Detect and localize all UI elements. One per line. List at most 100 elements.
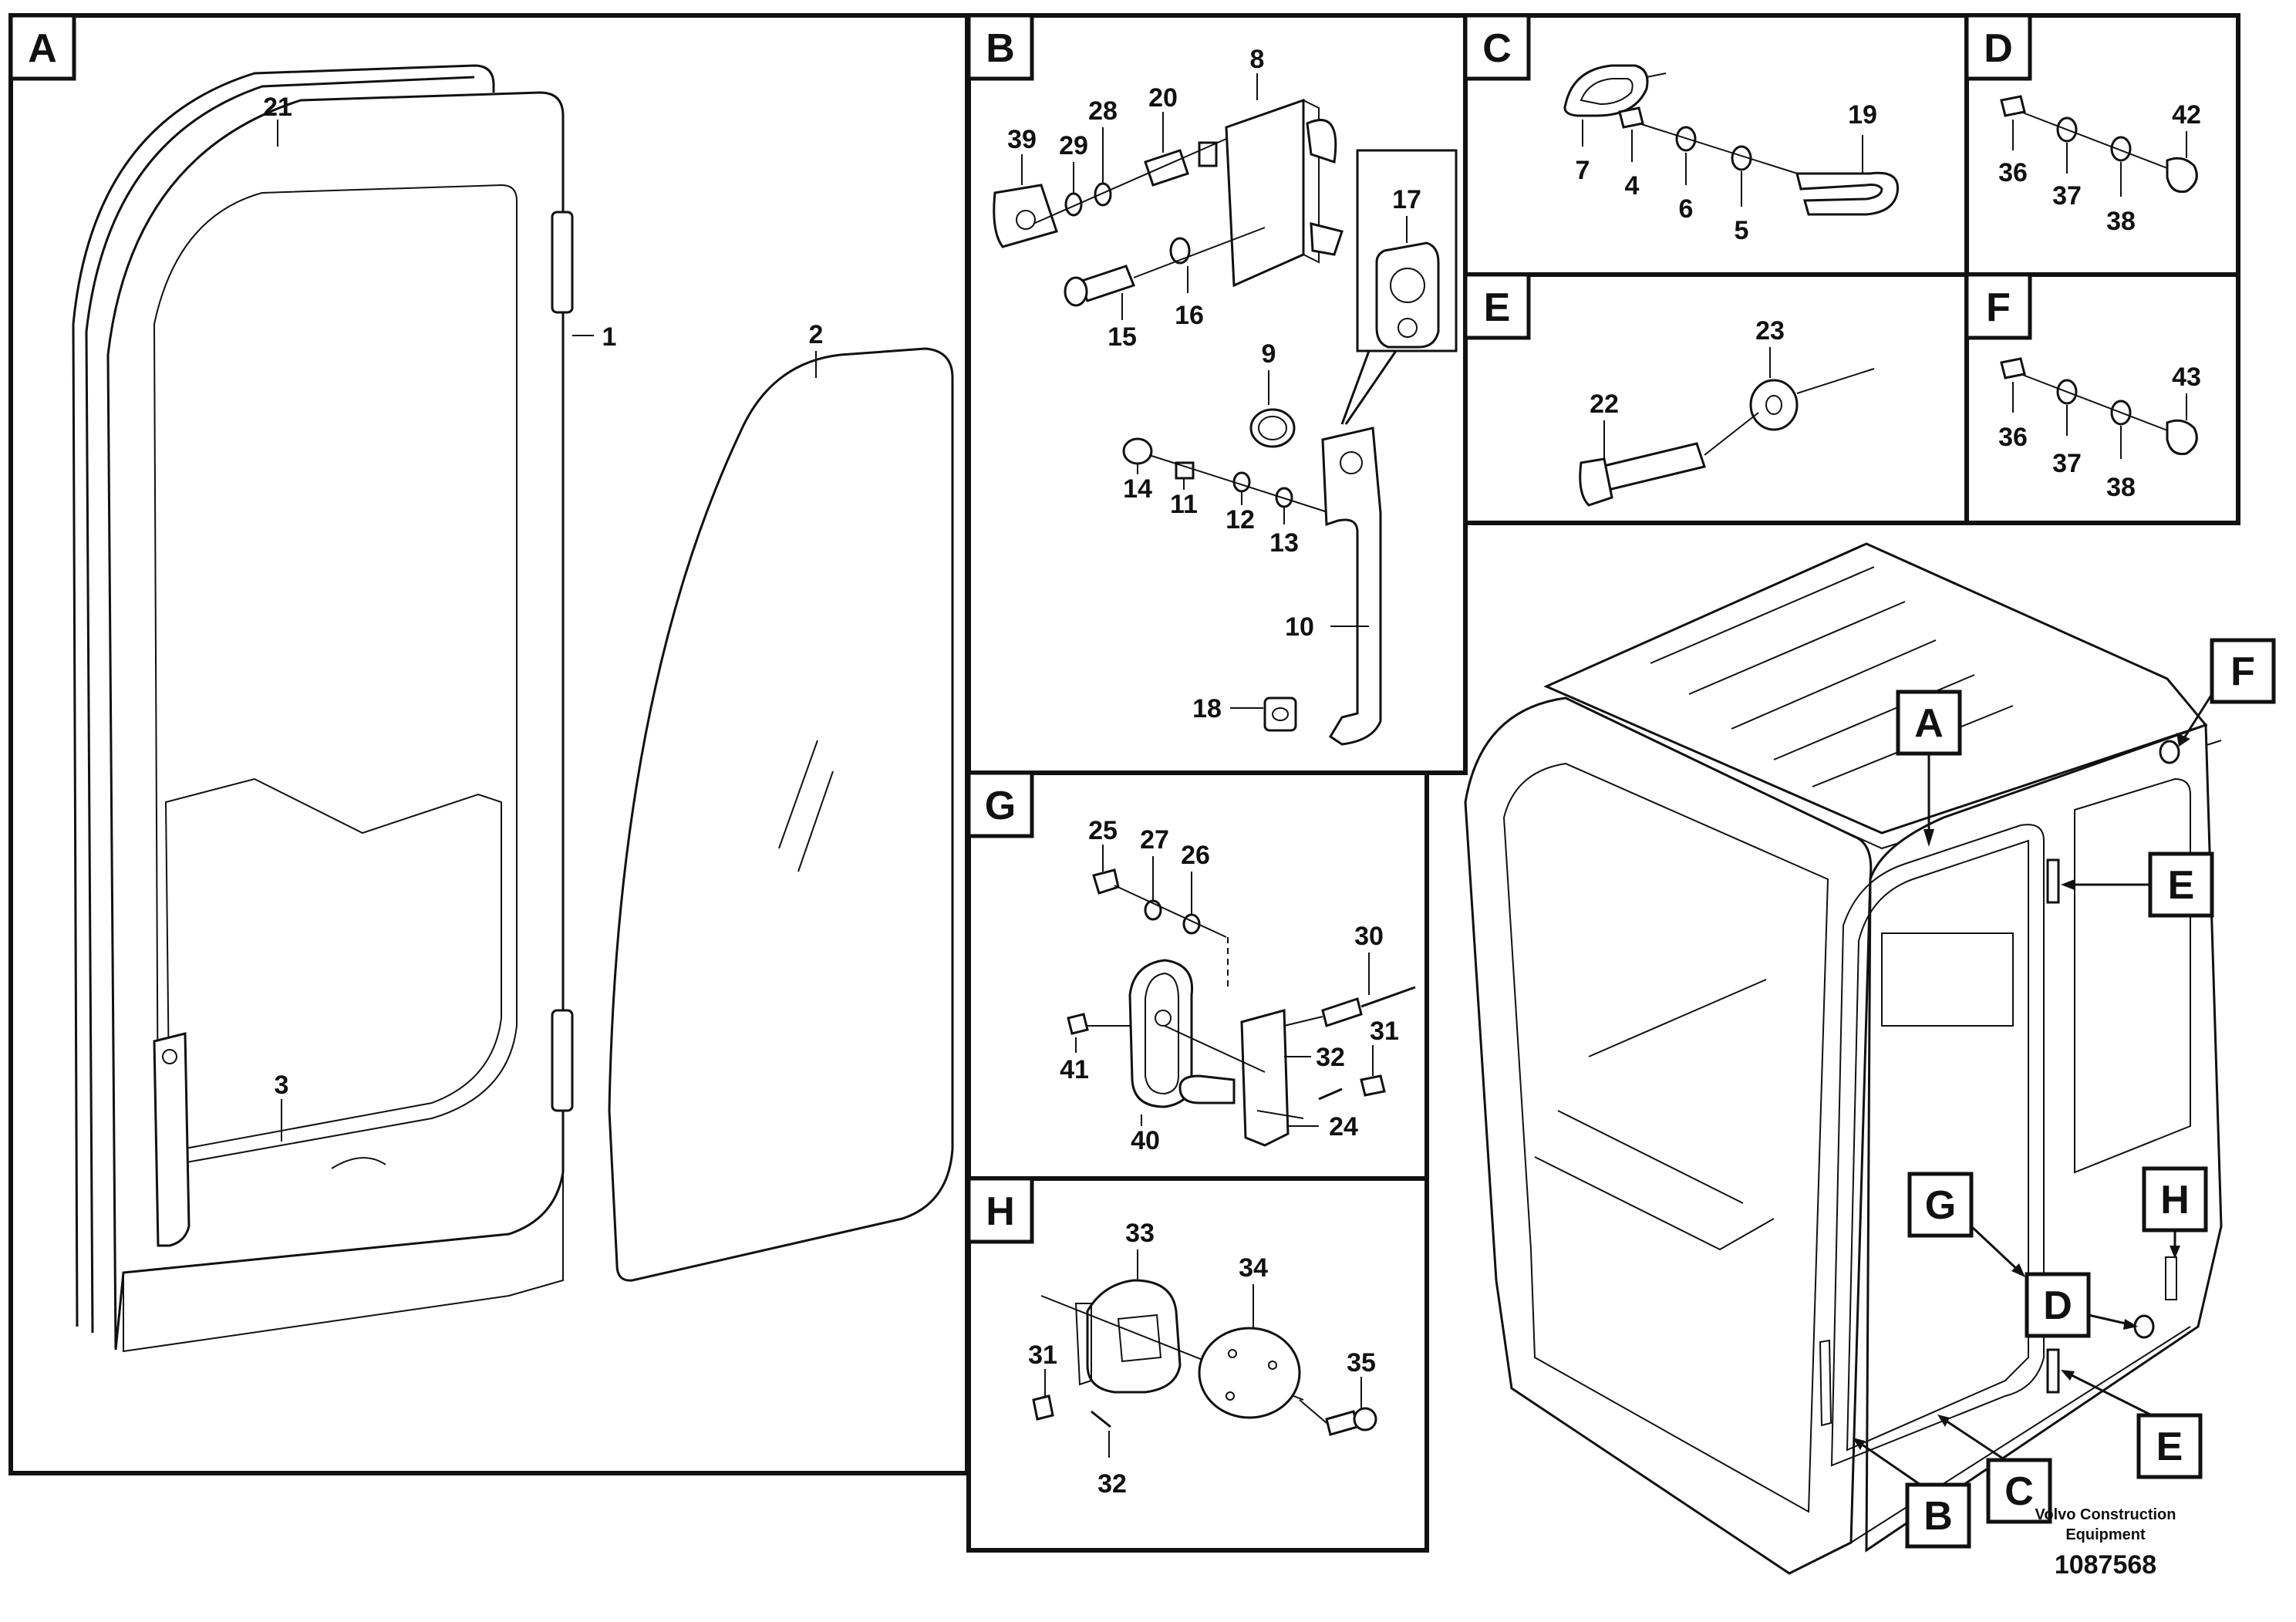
label-43: 43 [2172,363,2201,392]
label-37-f: 37 [2052,449,2082,478]
panel-d-drawing: 42 36 37 38 [1998,95,2201,236]
label-30: 30 [1354,922,1384,951]
brand-line-2: Equipment [2065,1526,2146,1543]
callout-f: F [2176,638,2276,747]
label-28: 28 [1088,96,1118,126]
axis-b1 [1033,138,1227,224]
label-19: 19 [1848,100,1877,130]
callout-g-arrow [2011,1263,2025,1277]
panel-h-drawing: 33 34 31 35 32 [1028,1219,1377,1499]
screw-41-part [1067,1013,1089,1035]
panel-frames [8,13,2240,1553]
label-37-d: 37 [2052,181,2082,211]
panel-b-frame [966,13,1468,775]
lock-body-side [1303,99,1320,264]
panel-g-drawing: 25 27 26 30 31 41 32 40 24 [1060,816,1416,1155]
panel-b-drawing: 8 39 29 28 20 17 15 16 9 14 11 12 13 10 … [993,45,1458,746]
label-18: 18 [1192,694,1222,723]
washer-23-part [1749,379,1799,431]
gasket-17-hole-2 [1397,318,1418,338]
callout-c: C [1937,1415,2052,1524]
panel-tags: A B C D E F G H [8,13,2032,1244]
label-10: 10 [1285,612,1314,642]
cover-34-hole-2 [1268,1361,1277,1370]
washer-28-part [1094,182,1112,207]
nut-36-part-d [2000,95,2026,117]
label-31-h: 31 [1028,1340,1057,1370]
callout-b-arrow [1853,1438,1865,1450]
lock-33-mechanism [1117,1313,1162,1363]
callout-b-leader [1858,1441,1921,1486]
lock-body-part [1225,98,1305,288]
cab-hinge-lower [2046,1348,2060,1394]
axis-g1 [1114,885,1227,938]
panel-d-tag-text: D [1984,26,2013,71]
door-hinge-lower [551,1009,574,1112]
label-42: 42 [2172,100,2201,130]
label-25: 25 [1088,816,1118,845]
label-8: 8 [1250,45,1265,74]
label-7: 7 [1576,156,1590,185]
label-12: 12 [1226,505,1255,534]
callout-f-arrow [2176,733,2190,747]
ring-9-inner [1258,416,1287,440]
label-21: 21 [263,93,292,122]
label-1: 1 [602,322,617,352]
label-2: 2 [809,320,824,349]
callout-h-text: H [2160,1178,2190,1222]
panel-b-tag: B [966,13,1034,81]
label-39: 39 [1007,125,1037,154]
label-38-f: 38 [2106,473,2136,502]
striker-hole [1016,210,1036,230]
axis-b2 [1133,227,1266,278]
panel-e-tag: E [1463,272,1531,340]
washer-16-part [1169,237,1191,265]
label-15: 15 [1108,322,1137,352]
callout-e-lower: E [2061,1370,2203,1479]
glass-reflection-1 [778,740,818,849]
callout-e-upper-arrow [2061,879,2075,890]
callout-h: H [2142,1166,2208,1259]
overview-callouts: A F E G H D [1853,638,2276,1549]
cap-42-part [2166,157,2198,194]
label-20: 20 [1148,83,1178,113]
panel-e-drawing: 23 22 [1579,316,1875,507]
callout-a: A [1896,690,1962,847]
footer: Volvo Construction Equipment 1087568 [2035,1506,2176,1580]
axis-d1 [2020,111,2168,169]
gasket-17-part [1375,241,1440,349]
cab-cap-f [2159,740,2180,764]
panel-e-tag-text: E [1484,285,1511,330]
door-hinge-upper [551,211,574,314]
callout-c-leader [1943,1418,2006,1462]
panel-a-tag: A [8,13,76,81]
cab-front-frame [1464,696,1873,1575]
callout-b-text: B [1923,1494,1953,1539]
axis-h2 [1299,1399,1327,1424]
lock-tab [1310,222,1344,256]
plate-7-inner [1580,78,1633,106]
cover-34-hole-1 [1228,1349,1237,1358]
plate-7-tab [1646,73,1667,78]
pin-32-g-part [1318,1088,1343,1101]
panel-h-tag: H [966,1176,1034,1244]
label-9: 9 [1262,339,1276,369]
panel-h-frame [966,1176,1429,1553]
label-24: 24 [1329,1112,1358,1141]
brand-line-1: Volvo Construction [2035,1506,2176,1523]
bolt-31-h-part [1032,1394,1054,1421]
label-22: 22 [1590,389,1619,419]
label-3: 3 [275,1071,289,1100]
panel-f-frame [1964,272,2240,525]
callout-a-text: A [1914,701,1944,746]
callout-a-arrow [1923,829,1934,847]
callout-g-leader [1970,1225,2022,1274]
overview-cab-drawing [1464,542,2223,1575]
callout-d: D [2025,1272,2138,1338]
panel-c-drawing: 19 7 4 6 5 [1563,64,1900,245]
bolt-15-head [1064,276,1088,307]
label-26: 26 [1181,841,1210,870]
bolt-31-g-part [1360,1074,1386,1097]
callout-g: G [1907,1172,2025,1277]
